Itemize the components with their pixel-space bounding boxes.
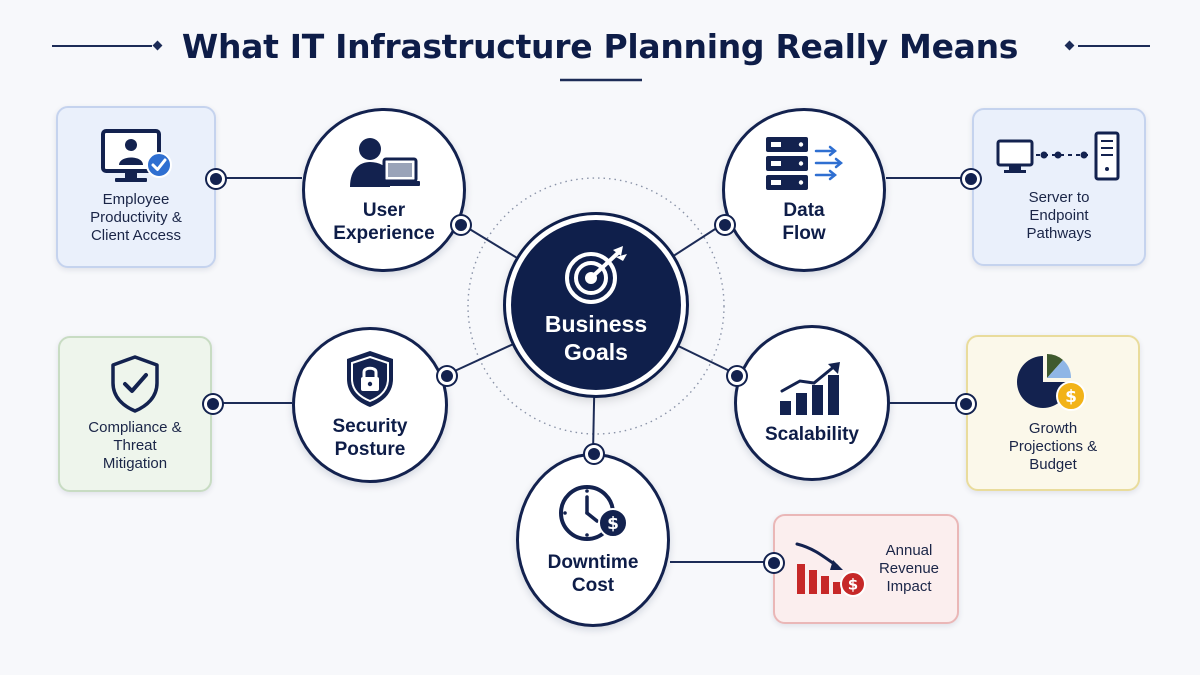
node-label: Data Flow <box>782 200 826 244</box>
svg-text:$: $ <box>848 576 858 594</box>
shield-lock-icon <box>347 351 393 407</box>
card-text: Employee Productivity & Client Access <box>90 191 182 244</box>
bar-growth-icon <box>780 361 840 415</box>
target-icon <box>565 246 627 304</box>
connector-dot <box>207 170 225 188</box>
user-laptop-icon <box>350 138 420 187</box>
hub-label: Business Goals <box>544 311 648 365</box>
svg-text:$: $ <box>607 514 619 534</box>
card-text: Compliance & Threat Mitigation <box>88 419 182 472</box>
card-text: Server to Endpoint Pathways <box>1026 189 1092 242</box>
card-employee-productivity: Employee Productivity & Client Access <box>56 106 216 268</box>
page-title: What IT Infrastructure Planning Really M… <box>181 27 1019 66</box>
card-growth-budget: $ Growth Projections & Budget <box>966 335 1140 491</box>
hub-business-goals: Business Goals <box>506 215 686 395</box>
connector-dot <box>438 367 456 385</box>
node-label: Security Posture <box>332 416 408 460</box>
hub-dotted-ring <box>467 177 725 435</box>
connector-dot <box>716 216 734 234</box>
card-text: Growth Projections & Budget <box>1008 420 1098 473</box>
clock-dollar-icon: $ <box>559 485 628 541</box>
connector-dot <box>204 395 222 413</box>
svg-text:$: $ <box>1065 387 1077 407</box>
declining-bars-dollar-icon: $ <box>795 542 866 597</box>
shield-check-icon <box>111 355 159 413</box>
card-server-pathways: Server to Endpoint Pathways <box>972 108 1146 266</box>
monitor-user-check-icon <box>101 129 172 182</box>
title-diamond-right <box>1064 40 1075 51</box>
node-label: Downtime Cost <box>547 552 639 596</box>
node-label: Scalability <box>765 423 859 445</box>
pie-dollar-icon: $ <box>1017 353 1086 411</box>
node-scalability: Scalability <box>734 325 890 481</box>
header: What IT Infrastructure Planning Really M… <box>0 22 1200 82</box>
node-user-experience: User Experience <box>302 108 466 272</box>
connector-dot <box>452 216 470 234</box>
card-compliance: Compliance & Threat Mitigation <box>58 336 212 492</box>
connector-dot <box>957 395 975 413</box>
connector-dot <box>585 445 603 463</box>
node-security-posture: Security Posture <box>292 327 448 483</box>
connector-dot <box>765 554 783 572</box>
connector-dot <box>962 170 980 188</box>
node-downtime-cost: $ Downtime Cost <box>516 453 670 627</box>
title-diamond-left <box>152 40 163 51</box>
server-stack-icon <box>766 137 844 190</box>
monitor-server-icon <box>996 131 1120 181</box>
node-label: User Experience <box>333 200 435 244</box>
card-revenue-impact: $ Annual Revenue Impact <box>773 514 959 624</box>
connector-dot <box>728 367 746 385</box>
node-data-flow: Data Flow <box>722 108 886 272</box>
card-text: Annual Revenue Impact <box>878 542 940 595</box>
